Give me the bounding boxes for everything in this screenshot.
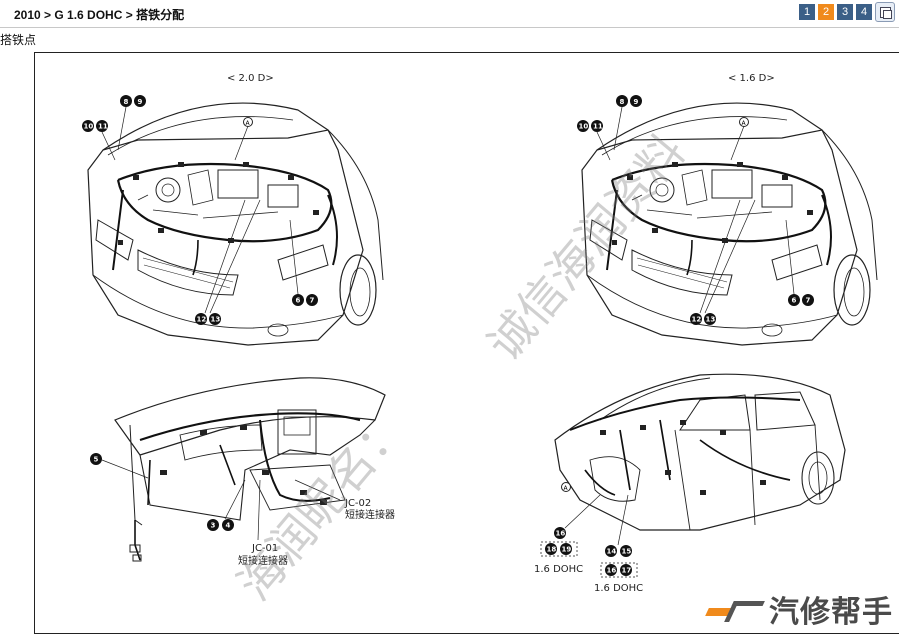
dohc-label-a: 1.6 DOHC [534, 564, 583, 575]
ground-point-18: 18 [545, 543, 557, 555]
svg-text:9: 9 [634, 98, 639, 106]
svg-text:A: A [564, 485, 569, 492]
svg-text:12: 12 [197, 316, 207, 324]
brand-mark-icon [707, 598, 763, 620]
jc01-desc: 短接连接器 [238, 554, 288, 567]
page-button-4[interactable]: 4 [856, 4, 872, 20]
svg-text:10: 10 [84, 123, 94, 131]
svg-text:10: 10 [579, 123, 589, 131]
svg-text:7: 7 [806, 297, 811, 305]
svg-text:11: 11 [593, 123, 603, 131]
marker-a-left: A [243, 117, 253, 127]
breadcrumb: 2010 > G 1.6 DOHC > 搭铁分配 [14, 8, 185, 22]
ground-point-13-right: 13 [704, 313, 716, 325]
ground-point-11-right: 11 [591, 120, 603, 132]
pager: 1 2 3 4 [799, 2, 895, 22]
ground-point-5: 5 [90, 453, 102, 465]
svg-text:19: 19 [562, 546, 572, 554]
page-button-1[interactable]: 1 [799, 4, 815, 20]
ground-point-11-left: 11 [96, 120, 108, 132]
marker-a-body: A [561, 482, 571, 492]
engine-right-title: < 1.6 D> [728, 73, 775, 84]
jc02-desc: 短接连接器 [345, 508, 395, 521]
svg-text:9: 9 [138, 98, 143, 106]
svg-text:8: 8 [620, 98, 625, 106]
svg-text:18: 18 [547, 546, 557, 554]
ground-point-7-right: 7 [802, 294, 814, 306]
brand-logo: 汽修帮手 [707, 587, 893, 631]
ground-point-8-left: 8 [120, 95, 132, 107]
brand-text: 汽修帮手 [769, 595, 893, 630]
svg-text:16: 16 [607, 567, 617, 575]
ground-point-19: 19 [560, 543, 572, 555]
svg-text:4: 4 [226, 522, 231, 530]
ground-point-17: 17 [620, 564, 632, 576]
page-button-2[interactable]: 2 [818, 4, 834, 20]
svg-text:14: 14 [607, 548, 617, 556]
ground-point-12-left: 12 [195, 313, 207, 325]
ground-point-7-left: 7 [306, 294, 318, 306]
svg-text:A: A [246, 120, 251, 127]
ground-point-15: 15 [620, 545, 632, 557]
ground-point-14: 14 [605, 545, 617, 557]
jc02-label: JC-02 [344, 498, 371, 509]
ground-point-10-left: 10 [82, 120, 94, 132]
svg-text:15: 15 [622, 548, 632, 556]
engine-bay-left-drawing [86, 101, 385, 347]
window-icon[interactable] [875, 2, 895, 22]
ground-point-6-left: 6 [292, 294, 304, 306]
page-button-3[interactable]: 3 [837, 4, 853, 20]
ground-point-16-a: 16 [554, 527, 566, 539]
svg-text:7: 7 [310, 297, 315, 305]
ground-point-10-right: 10 [577, 120, 589, 132]
jc01-label: JC-01 [251, 543, 278, 554]
svg-text:17: 17 [622, 567, 632, 575]
svg-text:A: A [742, 120, 747, 127]
ground-point-13-left: 13 [209, 313, 221, 325]
page-title: 搭铁点 [0, 33, 37, 47]
svg-text:13: 13 [706, 316, 716, 324]
marker-a-right: A [739, 117, 749, 127]
svg-text:6: 6 [792, 297, 797, 305]
svg-text:13: 13 [211, 316, 221, 324]
ground-point-9-left: 9 [134, 95, 146, 107]
svg-text:12: 12 [692, 316, 702, 324]
dohc-label-b: 1.6 DOHC [594, 583, 643, 594]
svg-text:5: 5 [94, 456, 99, 464]
svg-text:8: 8 [124, 98, 129, 106]
svg-text:16: 16 [556, 530, 566, 538]
ground-point-6-right: 6 [788, 294, 800, 306]
svg-text:6: 6 [296, 297, 301, 305]
svg-text:3: 3 [211, 522, 216, 530]
engine-left-title: < 2.0 D> [227, 73, 274, 84]
svg-text:11: 11 [98, 123, 108, 131]
ground-point-12-right: 12 [690, 313, 702, 325]
ground-point-3: 3 [207, 519, 219, 531]
sedan-body-drawing [554, 373, 846, 531]
dashboard-drawing [114, 377, 386, 562]
ground-point-16-b: 16 [605, 564, 617, 576]
ground-point-9-right: 9 [630, 95, 642, 107]
ground-point-4: 4 [222, 519, 234, 531]
top-bar: 2010 > G 1.6 DOHC > 搭铁分配 1 2 3 4 [0, 0, 899, 28]
ground-point-8-right: 8 [616, 95, 628, 107]
